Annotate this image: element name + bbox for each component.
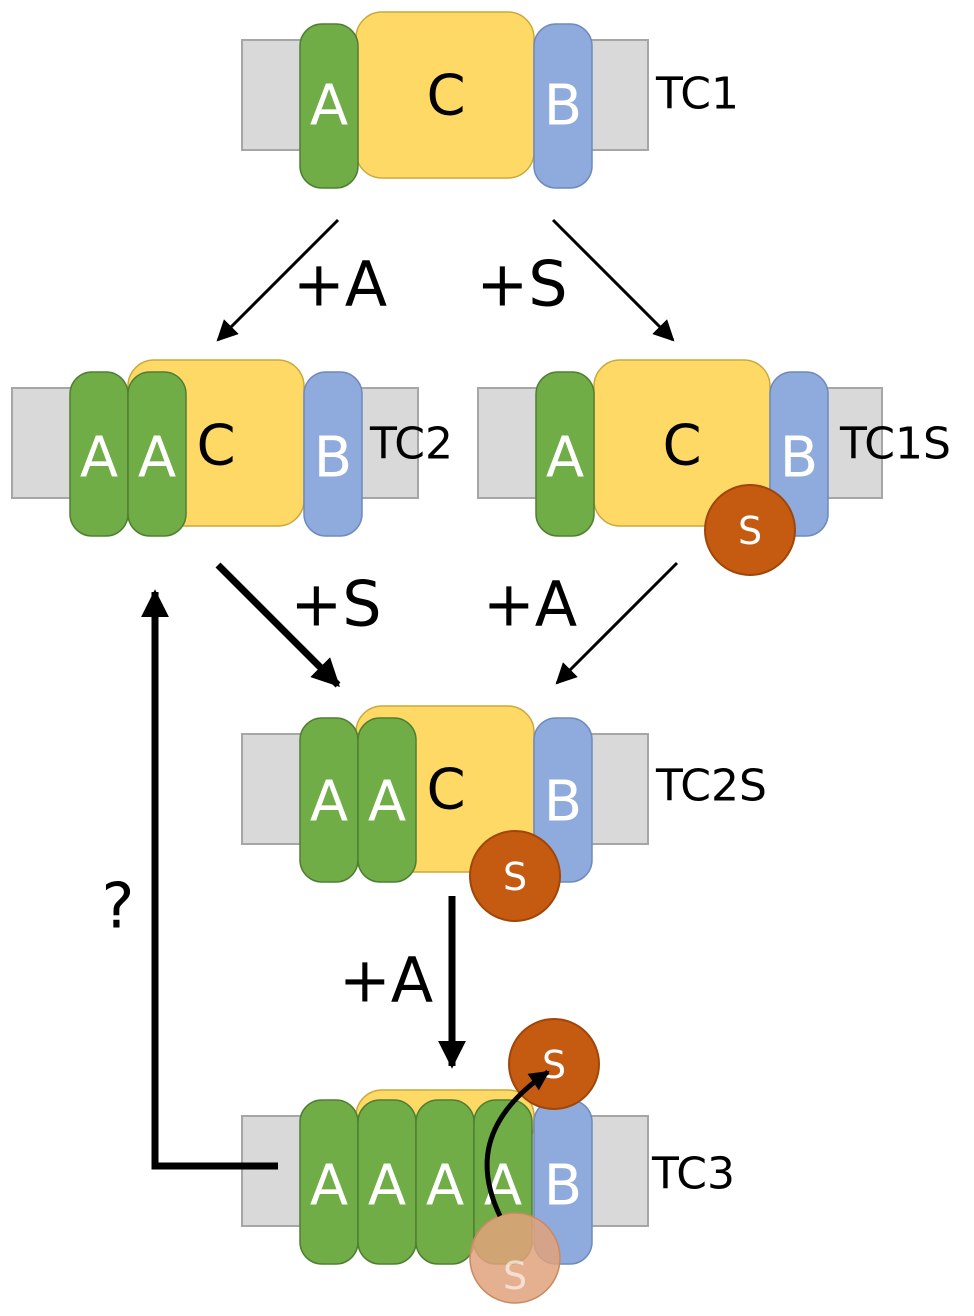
step-label-tc1s-to-tc2s: +A [483, 568, 577, 641]
substrate-label: S [503, 855, 527, 899]
complex-tc2s: C A A B S TC2S [241, 705, 767, 922]
arrow-tc2-to-tc2s [215, 562, 341, 688]
step-label-tc3-to-tc2: ? [102, 870, 135, 943]
complex-name: TC1 [655, 69, 739, 120]
subunit-a [127, 371, 187, 537]
subunit-b [533, 717, 593, 883]
subunit-a-label: A [310, 770, 348, 835]
complex-name: TC2S [655, 761, 767, 812]
complex-tc1s: C A B S TC1S [477, 359, 951, 576]
complex-name: TC1S [839, 419, 951, 470]
subunit-a-label: A [80, 426, 118, 491]
core-c-label: C [662, 414, 701, 479]
subunit-a-label: A [310, 1154, 348, 1219]
subunit-b-label: B [544, 1154, 582, 1219]
core-c-label: C [426, 758, 465, 823]
arrow-tc1s-to-tc2s [555, 561, 679, 685]
arrow-tc1-to-tc2 [216, 218, 340, 342]
complex-tc2: C A A B TC2 [11, 359, 453, 537]
subunit-b [769, 371, 829, 537]
arrow-tc3-to-tc2 [141, 589, 278, 1170]
subunit-a [299, 23, 359, 189]
substrate [704, 484, 796, 576]
step-labels: +A +S +S +A +A ? [102, 248, 578, 1017]
substrate-faded-label: S [503, 1254, 527, 1298]
subunit-a-label: A [138, 426, 176, 491]
core-c-label: C [196, 414, 235, 479]
substrate [469, 830, 561, 922]
subunit-a-label: A [426, 1154, 464, 1219]
subunit-a [535, 371, 595, 537]
substrate-released-label: S [542, 1043, 566, 1087]
release-arrow [484, 1069, 550, 1218]
subunit-b-label: B [544, 770, 582, 835]
subunit-a [357, 717, 417, 883]
core-c-label: C [426, 64, 465, 129]
substrate-label: S [738, 509, 762, 553]
step-label-tc1-to-tc2: +A [293, 248, 387, 321]
complex-tc3: A A A A B S S TC3 [241, 1018, 735, 1304]
subunit-a-label: A [368, 1154, 406, 1219]
subunit-b-label: B [780, 426, 818, 491]
subunit-b [533, 23, 593, 189]
step-label-tc2-to-tc2s: +S [290, 568, 381, 641]
subunit-b [303, 371, 363, 537]
subunit-b-label: B [544, 74, 582, 139]
arrow-tc1-to-tc1s [551, 218, 675, 342]
complex-name: TC2 [369, 419, 453, 470]
complex-name: TC3 [651, 1149, 735, 1200]
subunit-a-label: A [546, 426, 584, 491]
subunit-b-label: B [314, 426, 352, 491]
step-label-tc2s-to-tc3: +A [339, 944, 433, 1017]
complex-tc1: C A B TC1 [241, 11, 739, 189]
reaction-arrows [141, 218, 679, 1170]
subunit-a-label: A [310, 74, 348, 139]
subunit-a-label: A [368, 770, 406, 835]
step-label-tc1-to-tc1s: +S [476, 248, 567, 321]
substrate-faded [469, 1212, 561, 1304]
